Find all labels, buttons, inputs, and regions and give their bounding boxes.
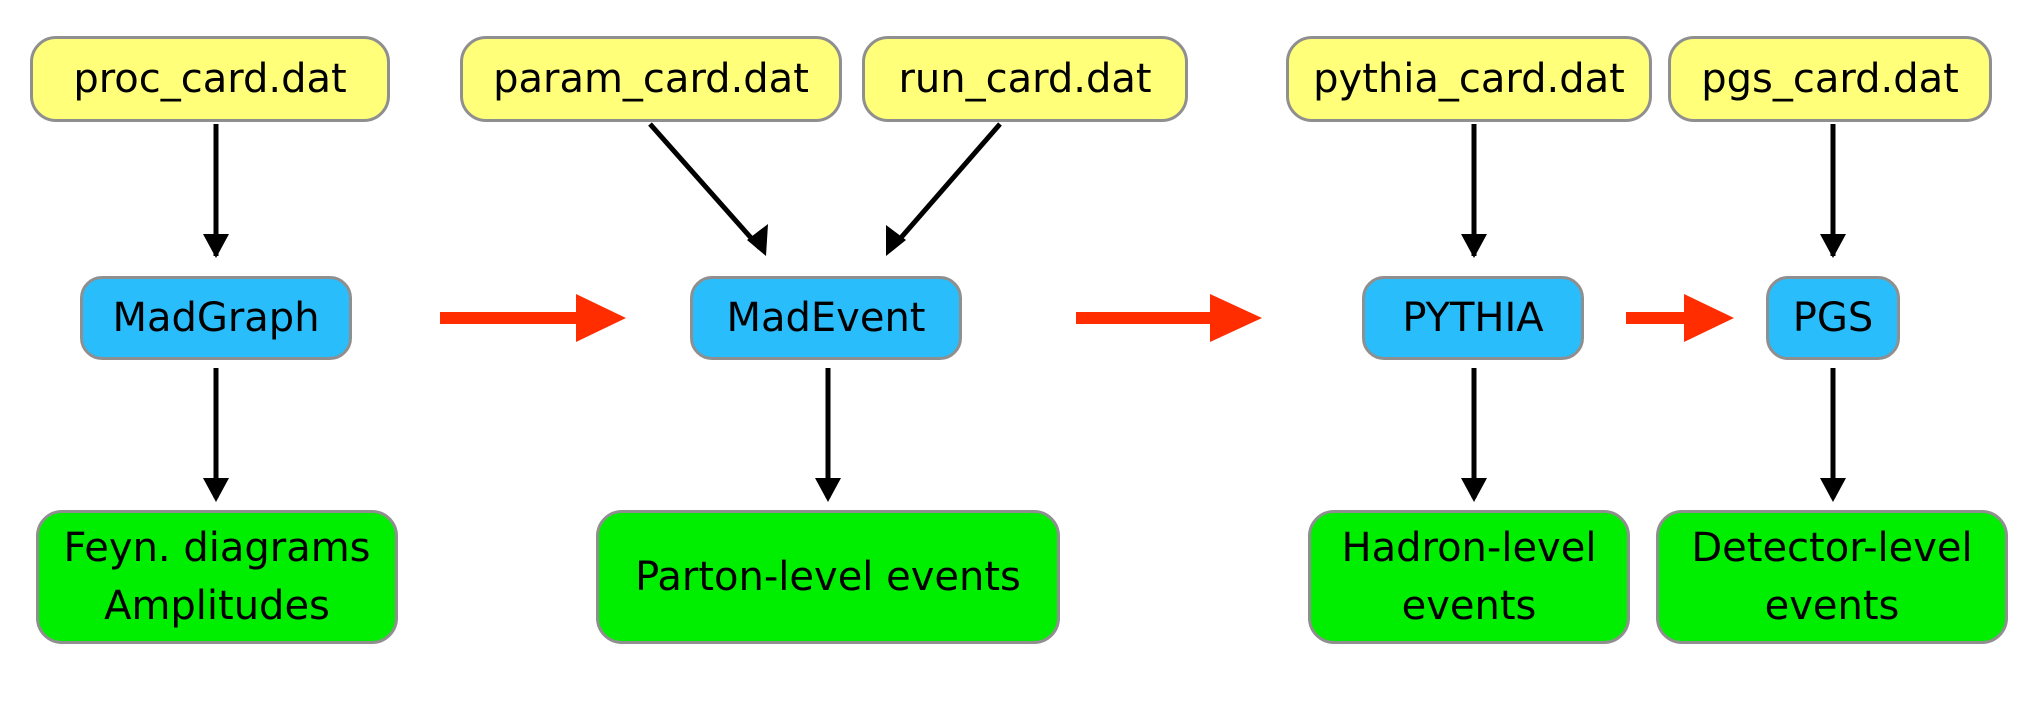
flow-arrows — [440, 294, 1734, 342]
arrowhead — [886, 225, 906, 256]
arrowhead — [747, 224, 768, 256]
arrowhead — [1684, 294, 1734, 342]
arrowhead — [576, 294, 626, 342]
param-card-node: param_card.dat — [460, 36, 842, 122]
arrow-param-to-madevent — [648, 122, 762, 250]
run-card-node: run_card.dat — [862, 36, 1188, 122]
parton-output-node: Parton-level events — [596, 510, 1060, 644]
arrowhead — [1210, 294, 1262, 342]
pythia-card-node: pythia_card.dat — [1286, 36, 1652, 122]
feynman-output-node: Feyn. diagrams Amplitudes — [36, 510, 398, 644]
arrowhead — [815, 478, 841, 502]
madgraph-node: MadGraph — [80, 276, 352, 360]
detector-output-node: Detector-level events — [1656, 510, 2008, 644]
pgs-node: PGS — [1766, 276, 1900, 360]
arrowhead — [203, 478, 229, 502]
arrowhead — [1820, 234, 1846, 258]
arrowhead — [1820, 478, 1846, 502]
pgs-card-node: pgs_card.dat — [1668, 36, 1992, 122]
hadron-output-node: Hadron-level events — [1308, 510, 1630, 644]
arrowhead — [1461, 478, 1487, 502]
output-arrows — [203, 368, 1846, 502]
madevent-node: MadEvent — [690, 276, 962, 360]
input-arrows — [203, 122, 1846, 258]
arrowhead — [1461, 234, 1487, 258]
arrowhead — [203, 234, 229, 258]
pythia-node: PYTHIA — [1362, 276, 1584, 360]
arrow-run-to-madevent — [890, 122, 1002, 250]
proc-card-node: proc_card.dat — [30, 36, 390, 122]
